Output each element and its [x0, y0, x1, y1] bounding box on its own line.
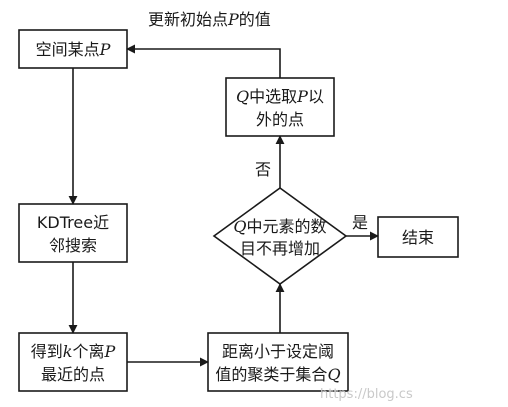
- select-p-label-line1: Q中选取P以: [236, 87, 324, 106]
- text-segment: 的值: [239, 10, 271, 29]
- yes-edge-label: 是: [352, 213, 368, 232]
- arrow-select-p-to-space-point: [126, 44, 281, 78]
- threshold-label-line2: 值的聚类于集合Q: [215, 365, 340, 384]
- text-segment: 以: [308, 87, 324, 106]
- text-segment: 更新初始点: [148, 10, 228, 29]
- threshold-node-box: [207, 332, 349, 392]
- text-segment: 距离小于设定阈: [222, 342, 334, 361]
- kdtree-label-line1: KDTree近: [37, 213, 109, 232]
- select-p-label-line2: 外的点: [256, 110, 304, 129]
- kdtree-node-box: [18, 203, 128, 263]
- text-segment: 个离: [72, 342, 104, 361]
- text-segment: 目不再增加: [240, 239, 320, 258]
- text-segment: P: [103, 342, 115, 361]
- get-k-label-line1: 得到k个离P: [31, 342, 116, 361]
- space-point-node-box: [18, 29, 128, 69]
- text-segment: 值的聚类于集合: [215, 365, 327, 384]
- text-segment: 最近的点: [41, 365, 105, 384]
- text-segment: 得到: [31, 342, 63, 361]
- update-p-edge-label: 更新初始点P的值: [148, 10, 271, 29]
- threshold-label-line1: 距离小于设定阈: [222, 342, 334, 361]
- no-edge-label: 否: [255, 160, 271, 179]
- text-segment: Q: [236, 87, 249, 106]
- text-segment: k: [63, 342, 73, 361]
- space-point-label: 空间某点P: [36, 40, 111, 59]
- text-segment: 空间某点: [36, 40, 100, 59]
- decision-label-line2: 目不再增加: [240, 239, 320, 258]
- get-k-label-line2: 最近的点: [41, 365, 105, 384]
- text-segment: P: [296, 87, 308, 106]
- end-label: 结束: [402, 228, 434, 247]
- text-segment: 外的点: [256, 110, 304, 129]
- decision-node-diamond: [212, 187, 348, 285]
- kdtree-label-line2: 邻搜索: [49, 236, 97, 255]
- text-segment: P: [99, 40, 111, 59]
- text-segment: P: [227, 10, 239, 29]
- watermark: https://blog.cs: [320, 387, 413, 402]
- decision-label-line1: Q中元素的数: [233, 217, 326, 236]
- text-segment: 中选取: [249, 87, 297, 106]
- text-segment: 中元素的数: [247, 217, 327, 236]
- text-segment: Q: [327, 365, 340, 384]
- text-segment: Q: [233, 217, 246, 236]
